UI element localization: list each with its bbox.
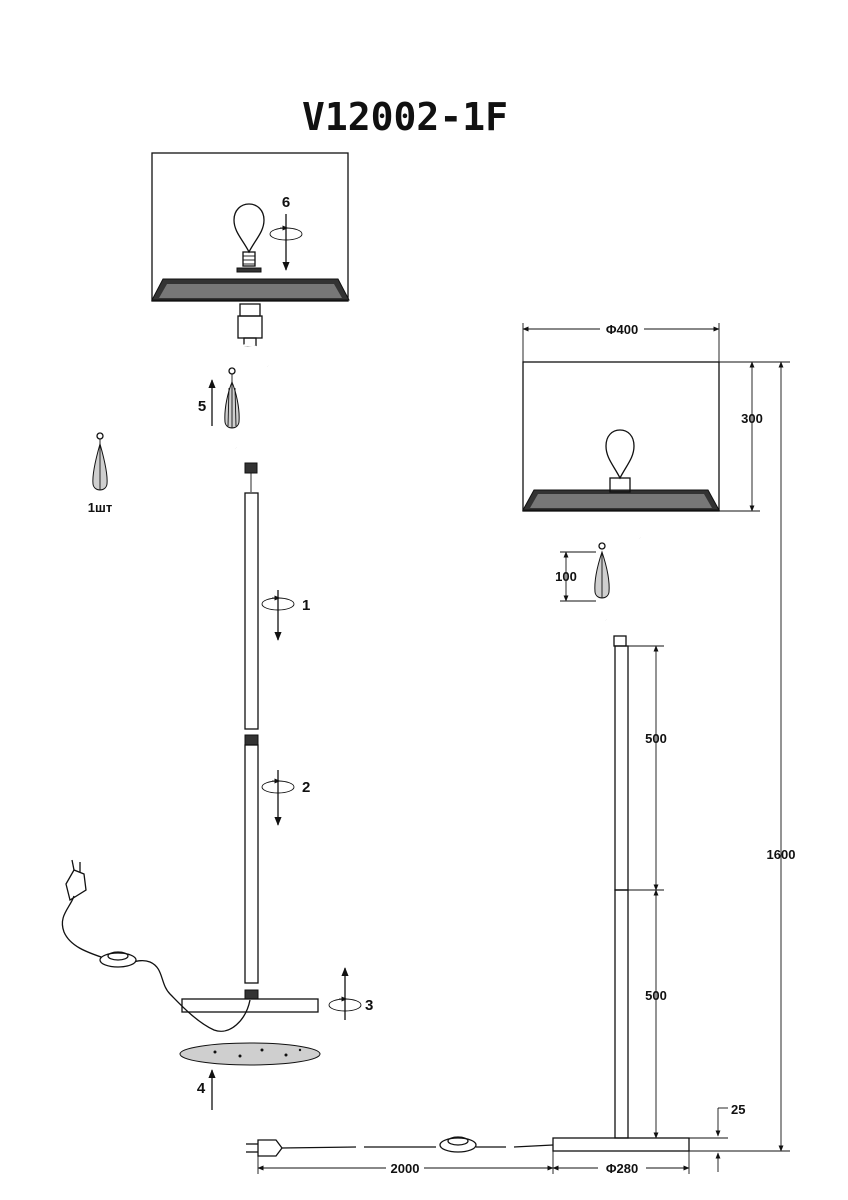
foot-switch-icon: [99, 951, 137, 968]
rod-upper-exploded: 1: [244, 492, 310, 730]
step-1-label: 1: [302, 597, 310, 614]
light-bulb-assembled-icon: [605, 429, 635, 493]
dimension-cord-length: 2000: [257, 1151, 554, 1176]
step-5-indicator: 5: [198, 379, 216, 426]
base-assembled: [552, 1137, 690, 1152]
crystal-pendant-assembled: [594, 542, 610, 599]
dimension-rod-lower: 500: [628, 889, 667, 1139]
lamp-shade-exploded: 6: [151, 152, 350, 302]
model-title: V12002-1F: [302, 95, 508, 139]
power-cord-exploded: [61, 859, 251, 1032]
step-3-indicator: 3: [329, 967, 373, 1020]
step-6-indicator: 6: [270, 194, 302, 271]
step-6-label: 6: [282, 194, 290, 211]
step-2-indicator: 2: [262, 770, 310, 826]
foot-switch-assembled-icon: [439, 1136, 477, 1153]
exploded-view: 6 5: [61, 152, 373, 1110]
base-pad-exploded: 4: [179, 1042, 321, 1110]
step-2-label: 2: [302, 779, 310, 796]
crystal-pendant-spare: 1шт: [88, 432, 112, 515]
base-thickness-label: 25: [731, 1102, 745, 1117]
step-4-label: 4: [197, 1080, 206, 1097]
shade-height-label: 300: [741, 411, 763, 426]
step-4-indicator: 4: [197, 1069, 216, 1110]
dimension-shade-height: 300: [719, 361, 763, 512]
rod-lower-exploded: 2: [244, 734, 310, 984]
rod-assembled: [614, 645, 629, 1139]
s-hook-assembled: [602, 519, 644, 647]
crystal-pendant-hanging: [224, 367, 240, 429]
base-diameter-label: Φ280: [606, 1161, 638, 1176]
power-plug-icon: [65, 859, 87, 902]
shade-diameter-label: Φ400: [606, 322, 638, 337]
dimension-base-diameter: Φ280: [552, 1151, 690, 1176]
pendant-quantity: 1шт: [88, 500, 112, 515]
base-exploded: 3: [181, 967, 373, 1020]
assembled-view: Φ400 300 1600 100 500: [246, 322, 795, 1176]
pendant-length-label: 100: [555, 569, 577, 584]
step-1-indicator: 1: [262, 590, 310, 641]
dimension-rod-upper: 500: [628, 645, 667, 891]
cord-length-label: 2000: [391, 1161, 420, 1176]
dimension-base-thickness: 25: [689, 1102, 745, 1172]
s-hook-exploded: [230, 344, 274, 492]
power-cord-assembled: [246, 1136, 554, 1157]
power-plug-assembled-icon: [246, 1139, 283, 1157]
step-5-label: 5: [198, 398, 206, 415]
lamp-shade-assembled: [522, 361, 720, 512]
lamp-socket: [237, 303, 263, 347]
dimension-shade-diameter: Φ400: [522, 322, 720, 362]
dimension-pendant-length: 100: [555, 551, 596, 602]
light-bulb-icon: [233, 203, 265, 273]
rod-lower-label: 500: [645, 988, 667, 1003]
total-height-label: 1600: [767, 847, 796, 862]
dimension-total-height: 1600: [689, 361, 796, 1152]
step-3-label: 3: [365, 997, 373, 1014]
rod-upper-label: 500: [645, 731, 667, 746]
